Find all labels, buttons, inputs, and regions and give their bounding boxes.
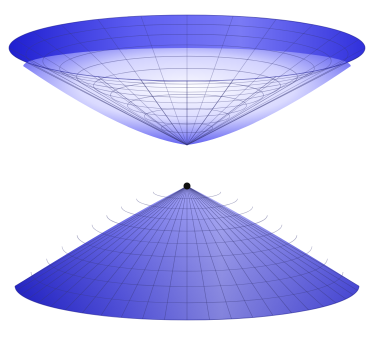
upper-meridian-line [186,39,360,146]
lower-meridian-line [82,185,188,314]
upper-meridian-line [97,19,188,146]
upper-meridian-line [97,76,188,146]
lower-meridian-line [142,185,188,319]
upper-rim-outline [8,14,366,82]
lower-meridian-line [186,185,347,300]
upper-meridian-line [186,71,314,146]
lower-meridian-line [186,185,337,304]
upper-meridian-line [186,19,277,146]
lower-latitude-arc [121,206,253,220]
upper-meridian-line [60,71,188,146]
lower-latitude-arc [61,246,313,272]
upper-latitude-ring [127,94,247,117]
upper-latitude-ring [25,24,349,85]
lower-meridian-line [37,185,188,304]
upper-meridian-line [186,64,342,146]
upper-nappe [8,14,366,146]
lower-meridian-line [14,185,188,287]
lower-meridian-line [65,185,188,311]
upper-meridian-line [186,24,314,146]
upper-latitude-ring [59,44,315,93]
lower-nappe [14,185,360,321]
upper-latitude-ring [93,68,281,104]
upper-meridian-line [32,31,188,146]
lower-meridian-line [186,185,232,319]
lower-meridian-line [186,185,324,307]
lower-latitude-arc [106,215,268,232]
lower-meridian-line [186,185,274,316]
upper-meridian-line [186,31,342,146]
lower-meridian-line [16,185,188,291]
upper-latitude-ring [160,122,214,133]
upper-meridian-line [186,76,277,146]
upper-latitude-ring [144,108,230,125]
upper-meridian-line [60,24,188,146]
lower-latitude-arc [152,191,222,199]
lower-meridian-line [120,185,188,318]
lower-latitude-arc [76,235,298,258]
lower-latitude-arc [136,198,238,210]
upper-meridian-line [140,79,188,146]
lower-meridian-line [186,185,354,296]
lower-meridian-line [50,185,188,307]
lower-meridian-line [20,185,188,296]
lower-meridian-line [186,185,210,320]
upper-meridian-line [14,56,188,146]
lower-latitude-arc [46,258,328,287]
lower-latitude-arc [30,271,344,304]
lower-meridian-line [186,185,360,287]
upper-meridian-line [186,15,234,146]
lower-latitude-arc [91,224,283,244]
lower-meridian-line [186,185,254,318]
upper-latitude-ring [42,34,332,88]
lower-base-edge [14,285,360,321]
lower-meridian-line [186,185,309,311]
lower-meridian-line [186,185,292,314]
lower-meridian-line [27,185,188,300]
lower-meridian-line [100,185,188,316]
upper-meridian-line [14,39,188,146]
lower-apex-dot [183,182,191,190]
upper-meridian-line [186,79,234,146]
upper-meridian-line [8,47,188,146]
upper-meridian-line [140,15,188,146]
upper-latitude-ring [76,55,298,98]
lower-meridian-line [186,185,358,291]
lower-meridian-line [164,185,188,320]
upper-meridian-line [186,47,366,146]
